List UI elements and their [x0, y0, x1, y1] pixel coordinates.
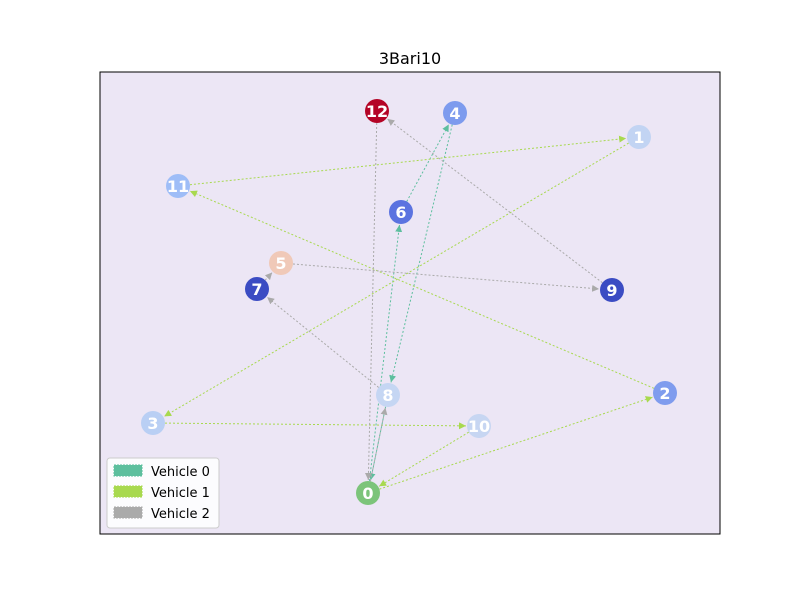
node-0: 0 [356, 481, 380, 505]
node-12: 12 [365, 99, 389, 123]
node-label: 1 [633, 128, 644, 147]
node-label: 6 [395, 203, 406, 222]
node-circle [467, 414, 491, 438]
node-label: 10 [468, 417, 490, 436]
node-label: 2 [659, 384, 670, 403]
legend-swatch-vehicle-0 [113, 464, 143, 477]
edge-v2-5-9 [292, 263, 600, 292]
node-label: 0 [362, 484, 373, 503]
node-circle [376, 383, 400, 407]
legend-label-vehicle-0: Vehicle 0 [151, 465, 210, 480]
legend: Vehicle 0 Vehicle 1 Vehicle 2 [106, 457, 220, 529]
node-7: 7 [245, 277, 269, 301]
diagram-title: 3Bari10 [379, 49, 441, 68]
node-1: 1 [627, 125, 651, 149]
node-6: 6 [389, 200, 413, 224]
node-label: 4 [449, 104, 460, 123]
node-circle [365, 99, 389, 123]
node-circle [166, 174, 190, 198]
edge-v0-8-0 [368, 406, 387, 481]
edge-v1-2-11 [189, 190, 655, 389]
node-9: 9 [600, 278, 624, 302]
edge-v2-12-0 [364, 122, 378, 481]
node-circle [356, 481, 380, 505]
edge-v2-7-5 [264, 272, 273, 281]
edge-v0-0-6 [368, 224, 403, 482]
node-circle [627, 125, 651, 149]
node-circle [600, 278, 624, 302]
node-11: 11 [166, 174, 190, 198]
route-edges [163, 118, 655, 490]
edge-v2-9-12 [387, 118, 603, 284]
edge-v0-4-8 [389, 124, 453, 383]
node-label: 11 [167, 177, 189, 196]
node-circle [653, 381, 677, 405]
node-4: 4 [443, 101, 467, 125]
node-8: 8 [376, 383, 400, 407]
edge-v1-0-2 [379, 396, 653, 490]
node-circle [443, 101, 467, 125]
node-label: 7 [251, 280, 262, 299]
plot-area [99, 71, 721, 535]
node-circle [245, 277, 269, 301]
legend-swatch-vehicle-1 [113, 485, 143, 498]
edge-v1-10-0 [378, 431, 469, 487]
node-5: 5 [269, 251, 293, 275]
legend-label-vehicle-1: Vehicle 1 [151, 486, 210, 501]
node-label: 9 [606, 281, 617, 300]
node-label: 12 [366, 102, 388, 121]
node-circle [389, 200, 413, 224]
legend-swatch-vehicle-2 [113, 506, 143, 519]
edge-v2-0-8 [369, 407, 388, 482]
edge-v1-11-1 [189, 135, 627, 186]
node-label: 8 [382, 386, 393, 405]
node-2: 2 [653, 381, 677, 405]
node-circle [141, 411, 165, 435]
node-circle [269, 251, 293, 275]
edge-v1-1-3 [163, 142, 629, 417]
node-label: 5 [275, 254, 286, 273]
node-3: 3 [141, 411, 165, 435]
legend-label-vehicle-2: Vehicle 2 [151, 507, 210, 522]
edge-v0-6-4 [406, 124, 450, 202]
node-label: 3 [147, 414, 158, 433]
node-10: 10 [467, 414, 491, 438]
